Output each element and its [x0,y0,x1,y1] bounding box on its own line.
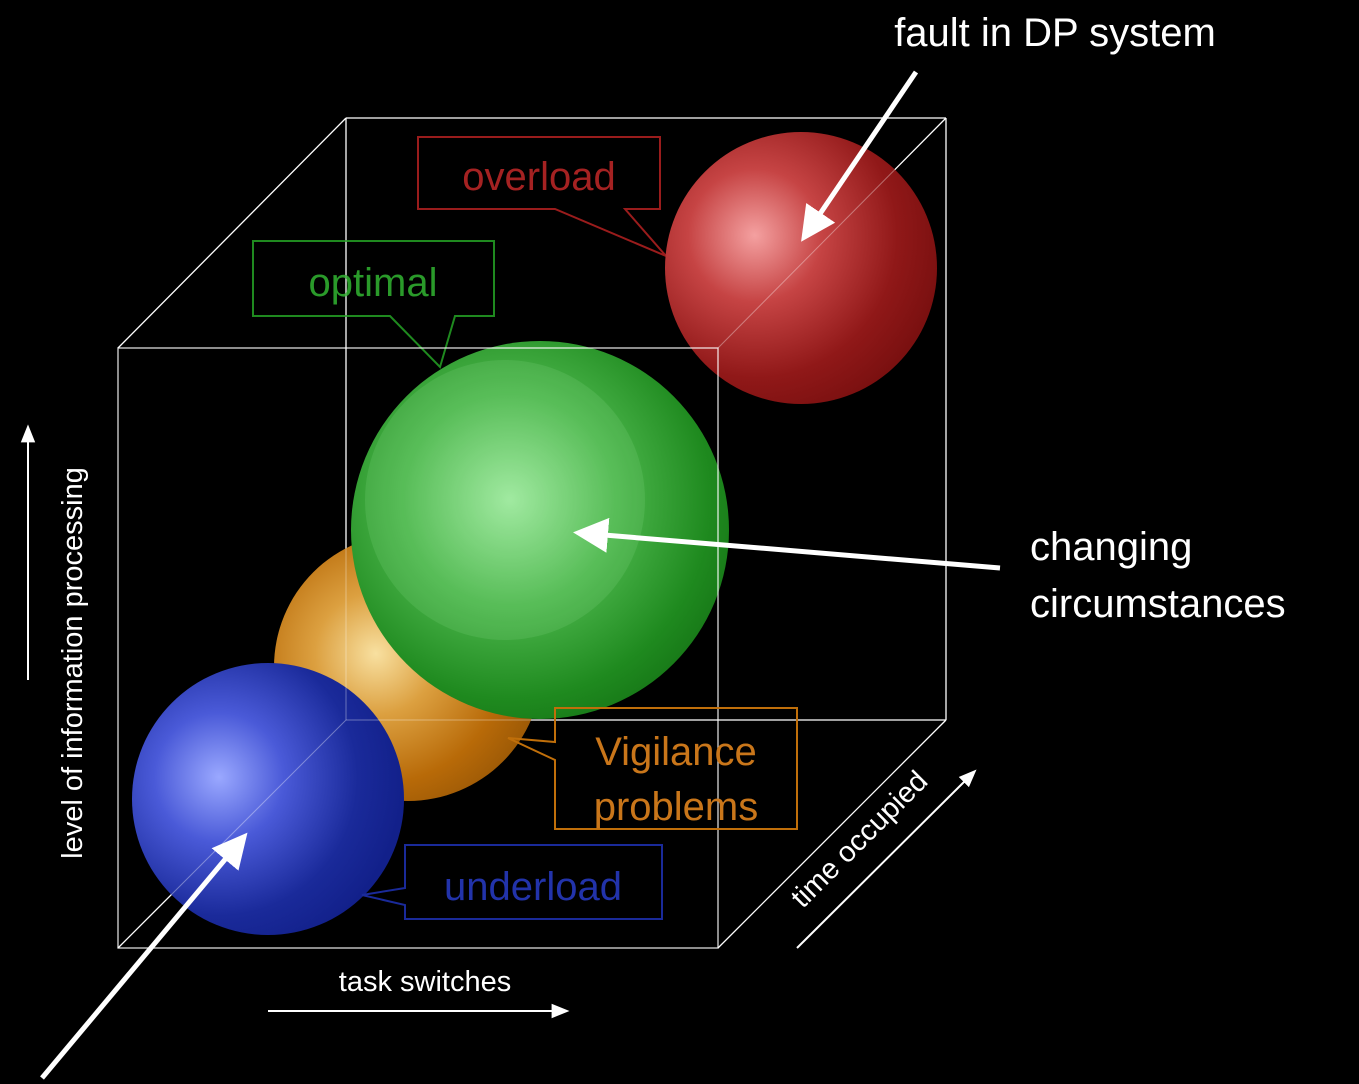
z-axis: time occupied [785,765,977,949]
fault-arrow [801,70,919,242]
overload-callout-box [417,136,667,257]
y-axis-label: level of information processing [57,467,89,859]
overload-sphere [665,132,937,404]
optimal-callout-box [252,240,495,369]
cube-front-face [117,347,719,949]
cube-edge-top-left-depth [117,117,347,349]
fault-label: fault in DP system [894,11,1216,55]
optimal-sphere-sheen [365,360,645,640]
overload-label: overload [462,155,615,199]
underload-sphere [132,663,404,935]
vigilance-callout: Vigilance problems [507,707,798,830]
optimal-label: optimal [309,261,438,305]
optimal-sphere-body [351,341,729,719]
vigilance-callout-box [507,707,798,830]
changing-label-line2: circumstances [1030,582,1286,626]
changing-arrow [573,517,1001,571]
optimal-sphere [351,341,729,719]
changing-label-line1: changing [1030,525,1192,569]
x-axis: task switches [268,966,570,1019]
z-axis-arrow [796,769,977,949]
underload-callout-box [361,844,663,920]
optimal-callout: optimal [252,240,495,369]
cube-edge-bottom-right-depth [717,719,947,949]
vigilance-label-line2: problems [594,785,759,829]
cube-front-rect [117,347,719,949]
overload-callout: overload [417,136,667,257]
z-axis-label: time occupied [785,765,934,914]
x-axis-label: task switches [339,966,511,998]
y-axis: level of information processing [20,424,89,859]
vigilance-label-line1: Vigilance [595,730,757,774]
underload-label: underload [444,865,622,909]
bottom-arrow [40,832,248,1080]
underload-callout: underload [361,844,663,920]
